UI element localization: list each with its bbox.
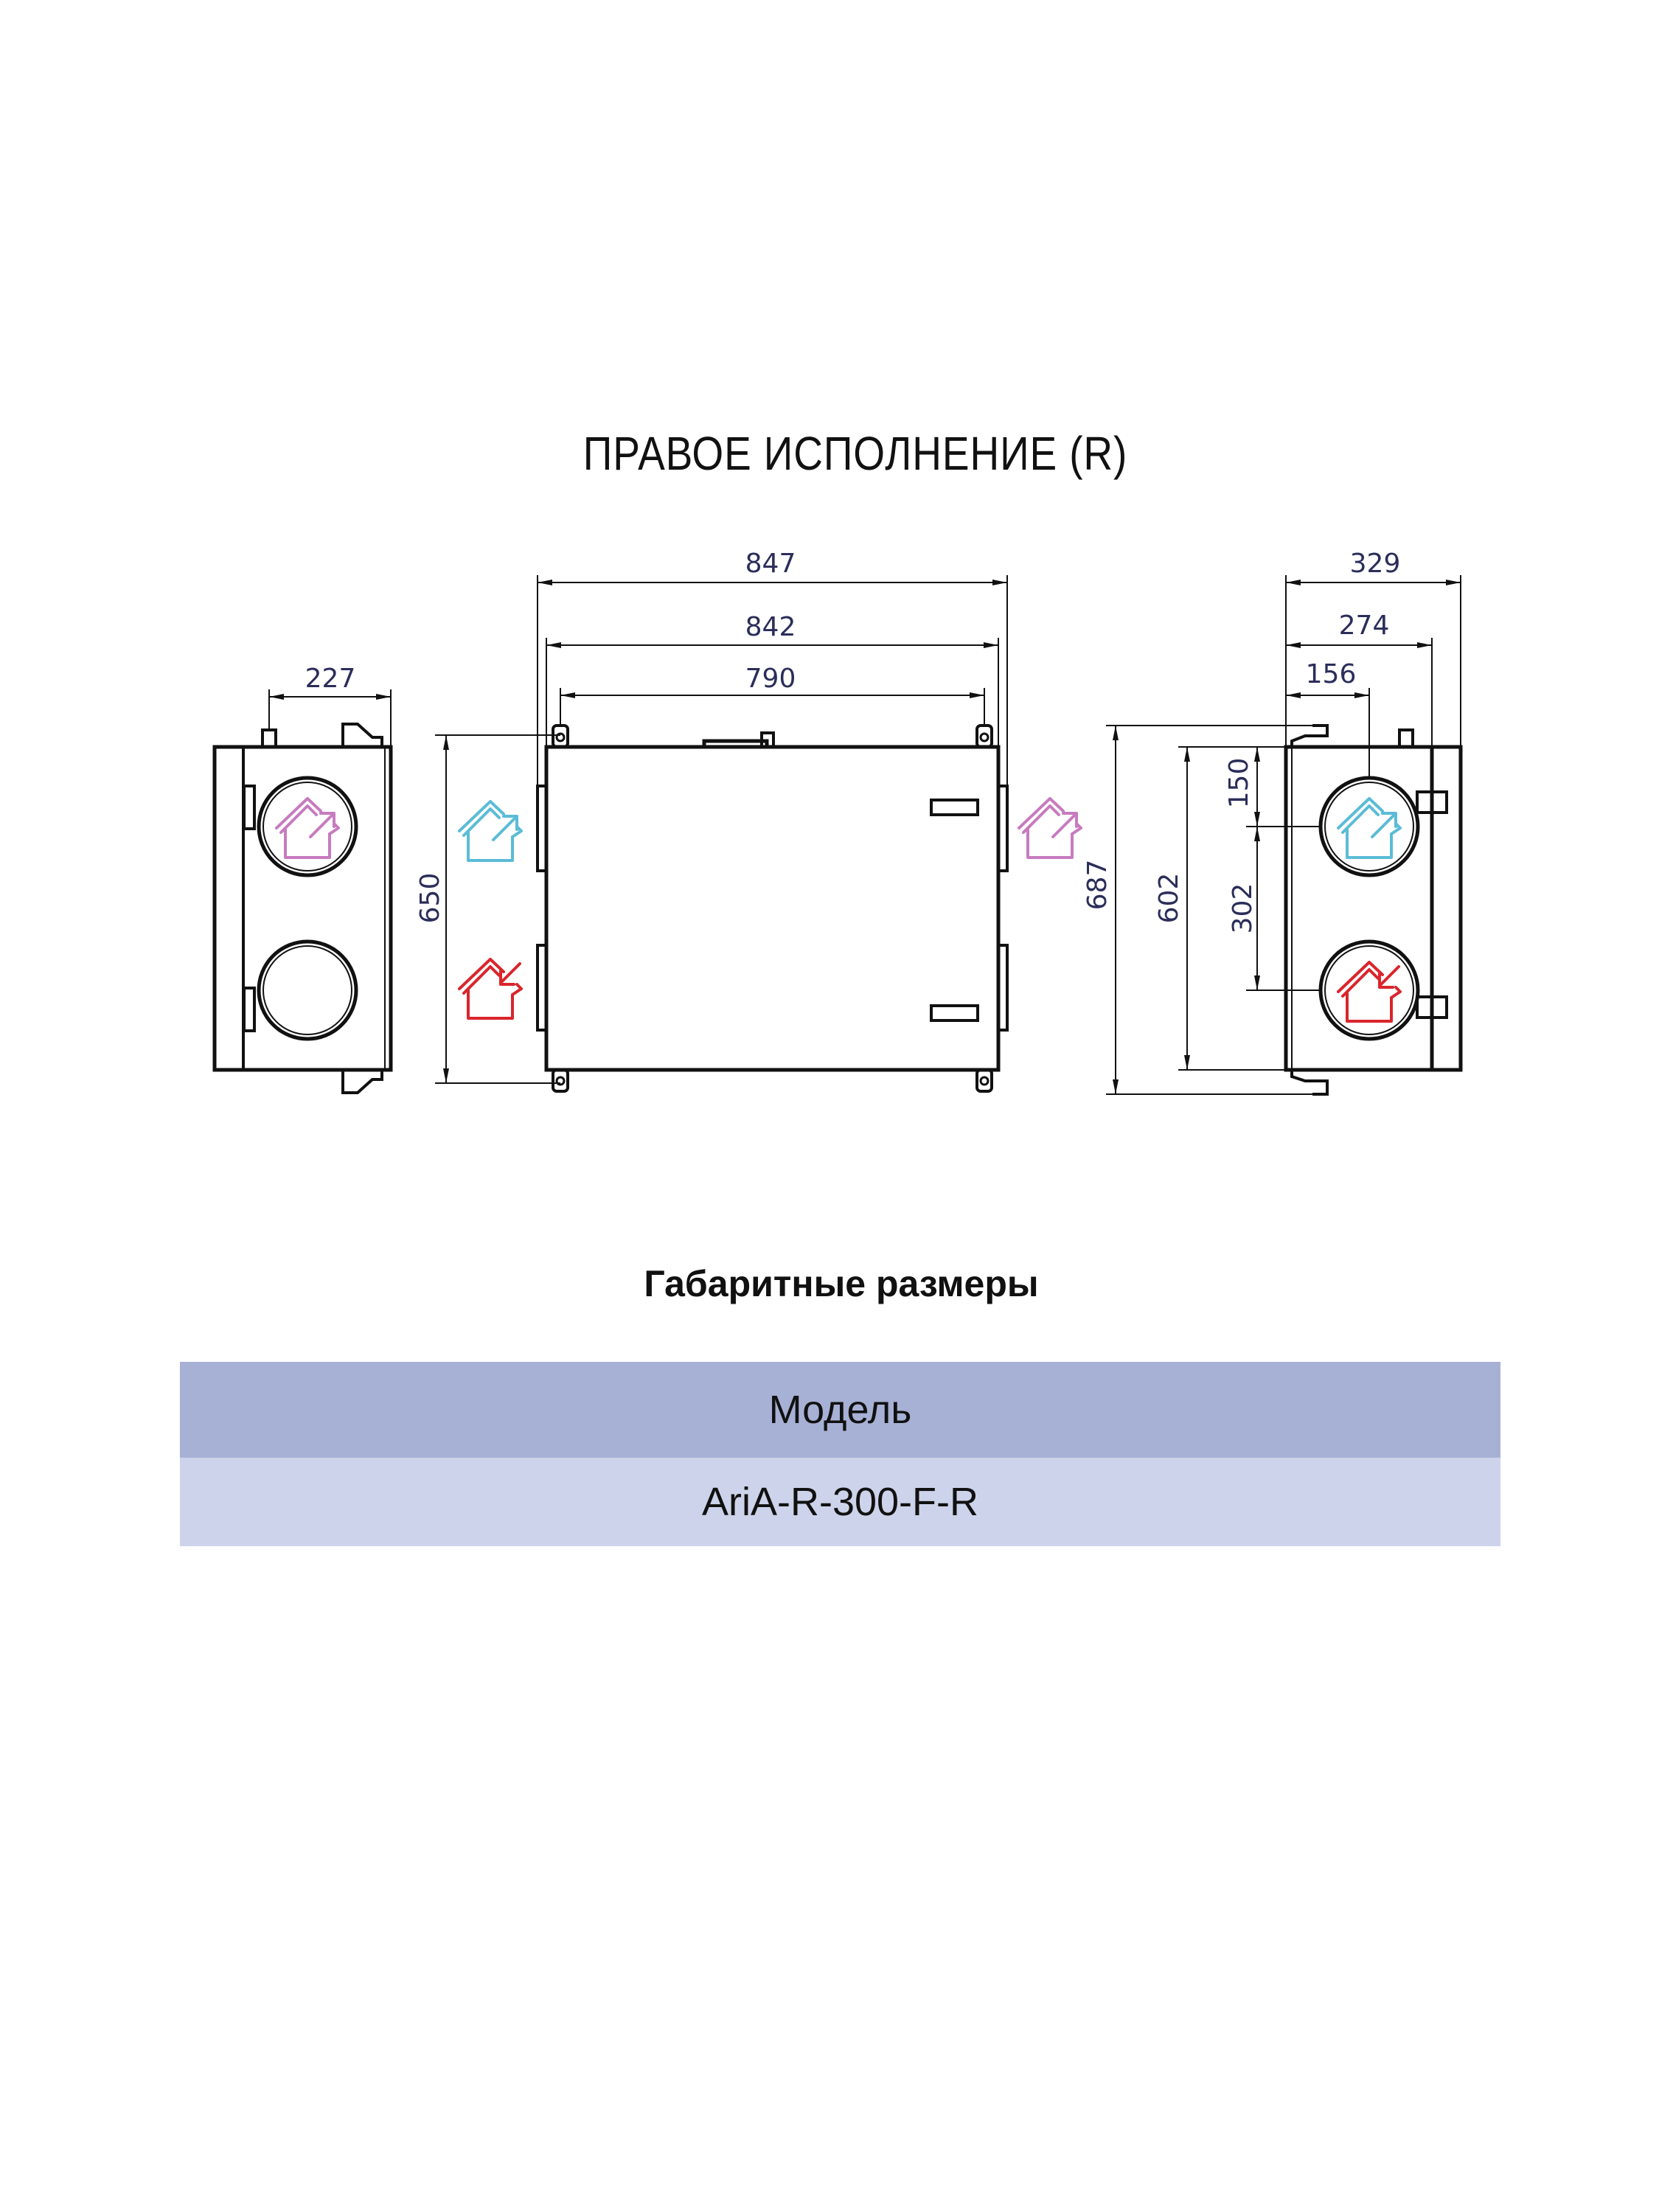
dim-156: 156 <box>1306 659 1357 689</box>
dim-329: 329 <box>1350 549 1401 579</box>
house-arrow-in-icon <box>1337 961 1402 1023</box>
model-table: Модель AriA-R-300-F-R <box>180 1362 1500 1546</box>
house-arrow-out-icon <box>1337 797 1402 859</box>
dim-150: 150 <box>1224 758 1254 809</box>
house-arrow-in-icon <box>458 958 523 1020</box>
section-subtitle: Габаритные размеры <box>644 1263 1039 1304</box>
dim-687: 687 <box>1082 860 1113 911</box>
left-side-view <box>212 723 393 1094</box>
dim-274: 274 <box>1339 611 1390 641</box>
table-header-model: Модель <box>180 1362 1500 1458</box>
drawing-title: ПРАВОЕ ИСПОЛНЕНИЕ (R) <box>582 427 1128 480</box>
front-view <box>536 724 1009 1093</box>
dim-842: 842 <box>745 612 796 642</box>
dimension-lines <box>268 575 1461 1095</box>
house-arrow-out-icon <box>458 800 523 862</box>
house-arrow-out-icon <box>1018 797 1082 859</box>
right-side-view <box>1284 724 1463 1096</box>
dim-302: 302 <box>1228 883 1258 934</box>
dim-227: 227 <box>305 664 356 694</box>
house-arrow-out-icon <box>275 797 340 859</box>
dim-790: 790 <box>745 664 796 694</box>
dim-650: 650 <box>415 873 445 924</box>
dim-847: 847 <box>745 549 796 579</box>
table-row: AriA-R-300-F-R <box>180 1458 1500 1546</box>
dim-602: 602 <box>1154 873 1184 924</box>
